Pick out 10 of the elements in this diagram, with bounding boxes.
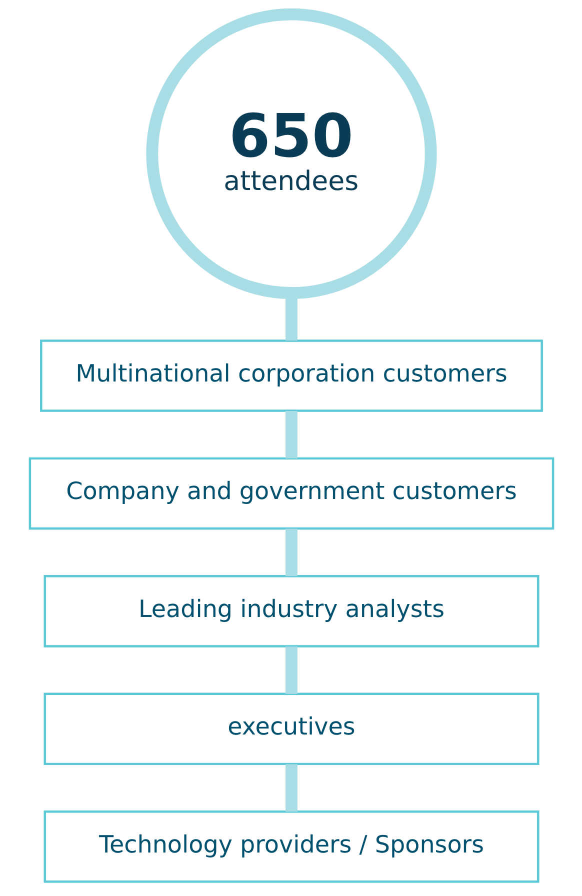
connector xyxy=(285,646,297,694)
node-box: Technology providers / Sponsors xyxy=(43,810,539,883)
node-box: Multinational corporation customers xyxy=(40,340,542,412)
connector xyxy=(285,764,297,812)
connector xyxy=(285,411,297,458)
node-box: Leading industry analysts xyxy=(43,575,539,648)
node-box: executives xyxy=(43,692,539,766)
node-circle: 650 attendees xyxy=(146,8,436,299)
connector xyxy=(285,528,297,576)
node-box: Company and government customers xyxy=(28,457,554,530)
